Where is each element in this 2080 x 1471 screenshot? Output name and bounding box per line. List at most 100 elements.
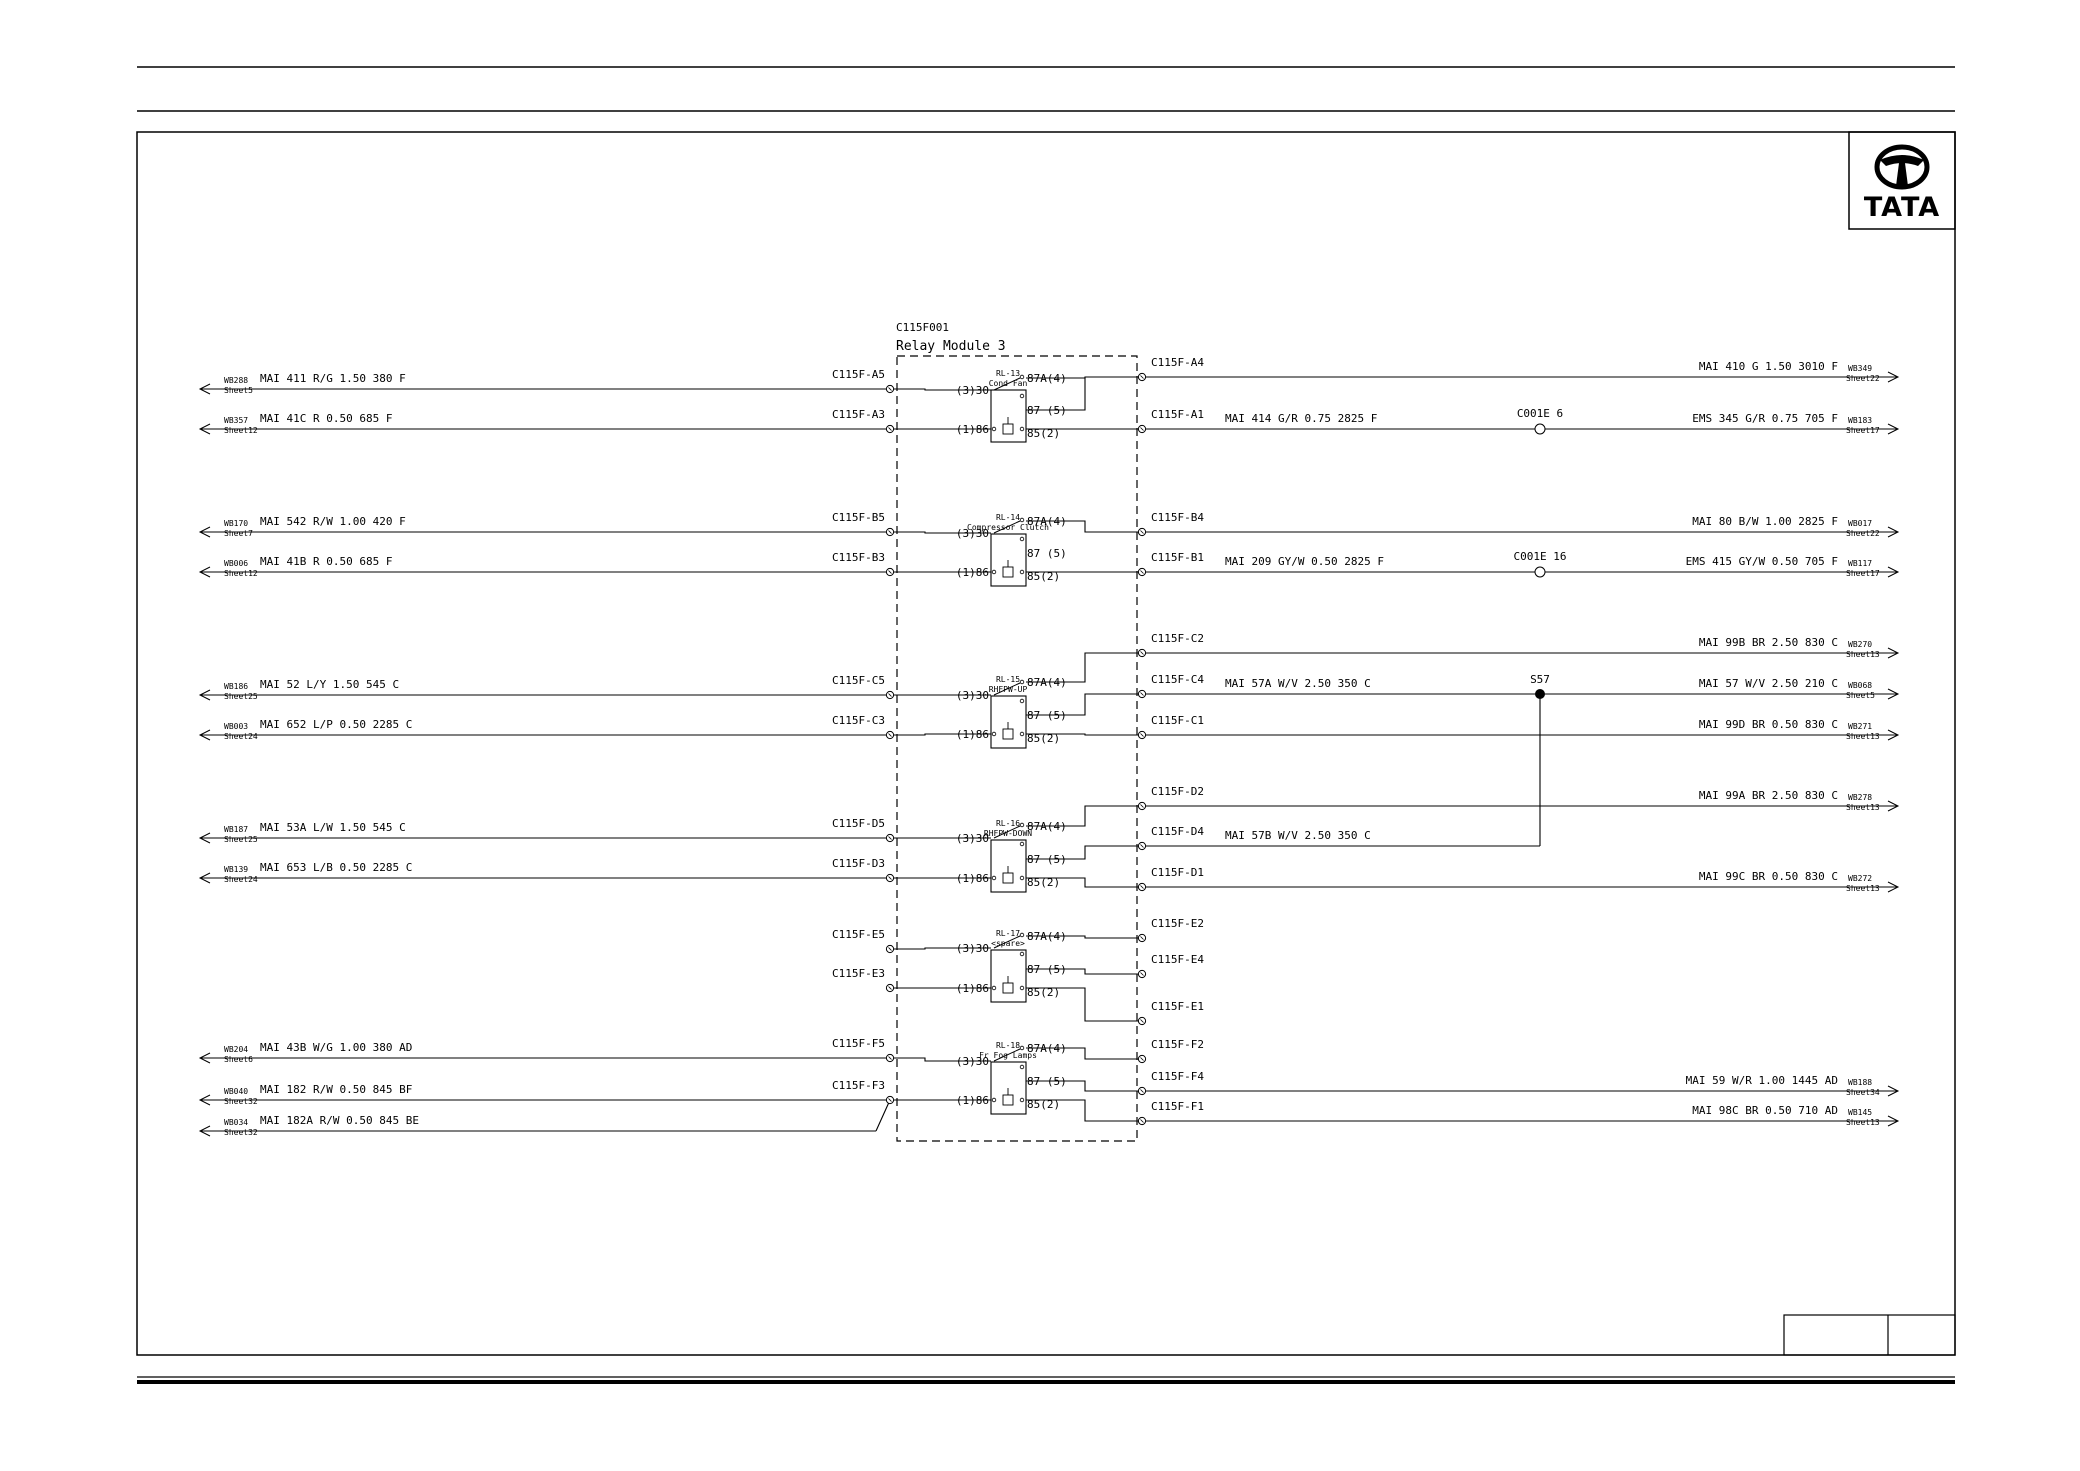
relay-contact xyxy=(1019,679,1025,685)
left-wire-sheet: Sheet7 xyxy=(224,529,253,538)
left-wire-sheet: Sheet12 xyxy=(224,426,258,435)
right-terminal-label: C115F-F1 xyxy=(1151,1100,1204,1113)
relay-output-wire xyxy=(1026,693,1138,716)
relay-pin-87: 87 (5) xyxy=(1027,404,1067,417)
splice-node xyxy=(1535,689,1545,699)
right-terminal-label: C115F-C1 xyxy=(1151,714,1204,727)
terminal-pin-mark xyxy=(1140,1119,1144,1123)
relay-id: RL-18 xyxy=(996,1041,1020,1050)
relay-name: Cond Fan xyxy=(989,379,1028,388)
relay-contact xyxy=(991,1097,997,1103)
relay-contact xyxy=(991,731,997,737)
relay-contact xyxy=(1019,569,1025,575)
terminal-pin-mark xyxy=(1140,570,1144,574)
mid-wire-label: MAI 57A W/V 2.50 350 C xyxy=(1225,677,1371,690)
relay-pin-87a: 87A(4) xyxy=(1027,676,1067,689)
right-terminal-label: C115F-A4 xyxy=(1151,356,1204,369)
relay-contact xyxy=(1019,1064,1025,1070)
right-wire-sheet: Sheet22 xyxy=(1846,529,1880,538)
relay-pin-30: (3)30 xyxy=(956,384,989,397)
left-terminal-label: C115F-C5 xyxy=(832,674,885,687)
inline-connector xyxy=(1534,566,1546,578)
inline-connector-label: C001E 16 xyxy=(1514,550,1567,563)
right-wire-ref: WB349 xyxy=(1848,364,1872,373)
left-wire-label: MAI 542 R/W 1.00 420 F xyxy=(260,515,406,528)
left-wire-sheet: Sheet25 xyxy=(224,692,258,701)
left-wire-sheet: Sheet5 xyxy=(224,386,253,395)
left-wire-ref: WB170 xyxy=(224,519,248,528)
left-wire-ref: WB186 xyxy=(224,682,248,691)
right-wire-label: MAI 99A BR 2.50 830 C xyxy=(1699,789,1838,802)
relay-contact xyxy=(991,875,997,881)
relay-coil xyxy=(1002,982,1014,994)
relay-output-wire xyxy=(1026,1047,1138,1060)
terminal-pin-mark xyxy=(888,876,892,880)
terminal-pin-mark xyxy=(1140,427,1144,431)
relay-switch-blade xyxy=(993,1048,1021,1062)
splice-label: S57 xyxy=(1530,673,1550,686)
relay-contact xyxy=(1019,985,1025,991)
relay-output-wire xyxy=(1026,805,1138,827)
relay-switch-blade xyxy=(993,825,1021,839)
relay-pin-85: 85(2) xyxy=(1027,570,1060,583)
right-wire-ref: WB272 xyxy=(1848,874,1872,883)
right-wire-sheet: Sheet13 xyxy=(1846,650,1880,659)
relay-contact xyxy=(1019,698,1025,704)
relay-pin-85: 85(2) xyxy=(1027,986,1060,999)
relay-body xyxy=(990,533,1027,587)
terminal-pin-mark xyxy=(1140,530,1144,534)
relay-input-wire xyxy=(894,733,991,736)
terminal-pin-mark xyxy=(1140,972,1144,976)
relay-output-wire xyxy=(1026,520,1138,533)
relay-coil xyxy=(1002,872,1014,884)
right-wire-ref: WB278 xyxy=(1848,793,1872,802)
terminal-pin-mark xyxy=(1140,804,1144,808)
mid-wire-label: MAI 209 GY/W 0.50 2825 F xyxy=(1225,555,1384,568)
right-wire-label: MAI 98C BR 0.50 710 AD xyxy=(1692,1104,1838,1117)
left-wire-sheet: Sheet25 xyxy=(224,835,258,844)
relay-contact xyxy=(991,426,997,432)
left-terminal-label: C115F-E5 xyxy=(832,928,885,941)
left-wire xyxy=(875,1099,891,1132)
terminal-pin-mark xyxy=(888,733,892,737)
left-wire-label: MAI 652 L/P 0.50 2285 C xyxy=(260,718,412,731)
relay-switch-blade xyxy=(993,935,1021,949)
left-wire-sheet: Sheet24 xyxy=(224,875,258,884)
relay-switch-blade xyxy=(993,682,1021,696)
terminal-pin-mark xyxy=(1140,733,1144,737)
terminal-pin-mark xyxy=(1140,936,1144,940)
relay-pin-87: 87 (5) xyxy=(1027,547,1067,560)
terminal-pin-mark xyxy=(888,836,892,840)
terminal-pin-mark xyxy=(1140,1019,1144,1023)
relay-pin-86: (1)86 xyxy=(956,728,989,741)
relay-output-wire xyxy=(1026,377,1086,411)
left-wire-label: MAI 41C R 0.50 685 F xyxy=(260,412,392,425)
relay-contact xyxy=(1019,1045,1025,1051)
left-wire-sheet: Sheet6 xyxy=(224,1055,253,1064)
right-terminal-label: C115F-D4 xyxy=(1151,825,1204,838)
left-terminal-label: C115F-F3 xyxy=(832,1079,885,1092)
relay-pin-30: (3)30 xyxy=(956,1055,989,1068)
terminal-pin-mark xyxy=(1140,651,1144,655)
mid-wire-label: MAI 57B W/V 2.50 350 C xyxy=(1225,829,1371,842)
right-wire-sheet: Sheet13 xyxy=(1846,1118,1880,1127)
relay-pin-30: (3)30 xyxy=(956,689,989,702)
terminal-pin-mark xyxy=(888,693,892,697)
relay-pin-85: 85(2) xyxy=(1027,427,1060,440)
left-wire-sheet: Sheet12 xyxy=(224,569,258,578)
right-terminal-label: C115F-D2 xyxy=(1151,785,1204,798)
right-terminal-label: C115F-C4 xyxy=(1151,673,1204,686)
right-terminal-label: C115F-E4 xyxy=(1151,953,1204,966)
terminal-pin-mark xyxy=(1140,375,1144,379)
right-wire-sheet: Sheet17 xyxy=(1846,569,1880,578)
relay-switch-blade xyxy=(993,520,1021,534)
right-wire-ref: WB145 xyxy=(1848,1108,1872,1117)
right-terminal-label: C115F-F4 xyxy=(1151,1070,1204,1083)
relay-contact xyxy=(1019,875,1025,881)
relay-pin-87a: 87A(4) xyxy=(1027,372,1067,385)
left-wire-label: MAI 182 R/W 0.50 845 BF xyxy=(260,1083,412,1096)
relay-coil xyxy=(1002,566,1014,578)
relay-contact xyxy=(1019,1097,1025,1103)
left-terminal-label: C115F-A5 xyxy=(832,368,885,381)
relay-body xyxy=(990,949,1027,1003)
